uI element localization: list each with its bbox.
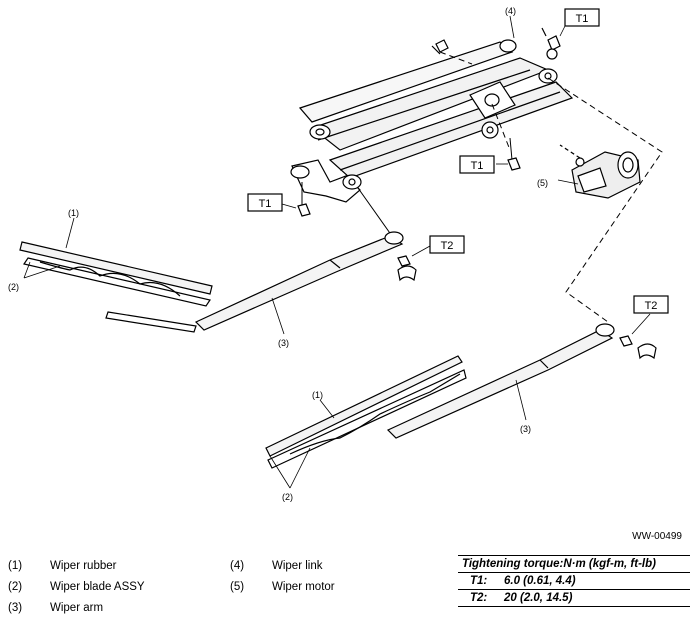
legend-num: (3) xyxy=(8,602,23,614)
callout-blade-left: (2) xyxy=(8,282,19,292)
legend-name: Wiper arm xyxy=(50,602,104,614)
legend-num: (1) xyxy=(8,560,23,572)
torque-row: T2: 20 (2.0, 14.5) xyxy=(458,590,690,607)
left-wiper-arm xyxy=(194,231,404,331)
legend-num: (5) xyxy=(230,581,245,593)
right-wiper-blade xyxy=(265,355,467,469)
torque-heading: Tightening torque:N·m (kgf-m, ft-lb) xyxy=(458,555,690,573)
wiper-exploded-diagram: T1 T1 T1 T2 T2 (4) (5) (1) (2) (3) (1) (… xyxy=(8,6,669,502)
torque-table: Tightening torque:N·m (kgf-m, ft-lb) T1:… xyxy=(458,555,690,607)
legend-right: (4) Wiper link (5) Wiper motor xyxy=(230,556,335,598)
torque-value: 20 (2.0, 14.5) xyxy=(504,592,573,604)
torque-row: T1: 6.0 (0.61, 4.4) xyxy=(458,573,690,590)
wiper-motor xyxy=(559,144,641,199)
torque-box-nut-right: T2 xyxy=(645,300,658,312)
legend-item: (4) Wiper link xyxy=(230,556,335,577)
torque-box-link-bolt: T1 xyxy=(471,160,484,172)
torque-box-pivot-left: T1 xyxy=(259,198,272,210)
legend-item: (1) Wiper rubber xyxy=(8,556,145,577)
callout-rubber-right: (1) xyxy=(312,390,323,400)
wiper-link xyxy=(290,27,574,203)
callout-rubber-left: (1) xyxy=(68,208,79,218)
legend-item: (5) Wiper motor xyxy=(230,577,335,598)
legend-num: (2) xyxy=(8,581,23,593)
torque-label: T1: xyxy=(470,575,488,587)
torque-value: 6.0 (0.61, 4.4) xyxy=(504,575,576,587)
callout-arm-right: (3) xyxy=(520,424,531,434)
callout-blade-right: (2) xyxy=(282,492,293,502)
left-wiper-blade xyxy=(19,241,213,333)
legend-item: (3) Wiper arm xyxy=(8,598,145,619)
torque-box-nut-left: T2 xyxy=(441,240,454,252)
legend-name: Wiper blade ASSY xyxy=(50,581,145,593)
right-wiper-arm xyxy=(386,323,615,439)
legend-name: Wiper link xyxy=(272,560,323,572)
legend-name: Wiper motor xyxy=(272,581,335,593)
torque-label: T2: xyxy=(470,592,488,604)
legend-num: (4) xyxy=(230,560,245,572)
callout-wiper-motor: (5) xyxy=(537,178,548,188)
figure-id: WW-00499 xyxy=(632,531,682,542)
callout-wiper-link: (4) xyxy=(505,6,516,16)
torque-box-top-right: T1 xyxy=(576,13,589,25)
legend-item: (2) Wiper blade ASSY xyxy=(8,577,145,598)
callout-arm-left: (3) xyxy=(278,338,289,348)
legend-name: Wiper rubber xyxy=(50,560,117,572)
legend-left: (1) Wiper rubber (2) Wiper blade ASSY (3) W… xyxy=(8,556,145,619)
